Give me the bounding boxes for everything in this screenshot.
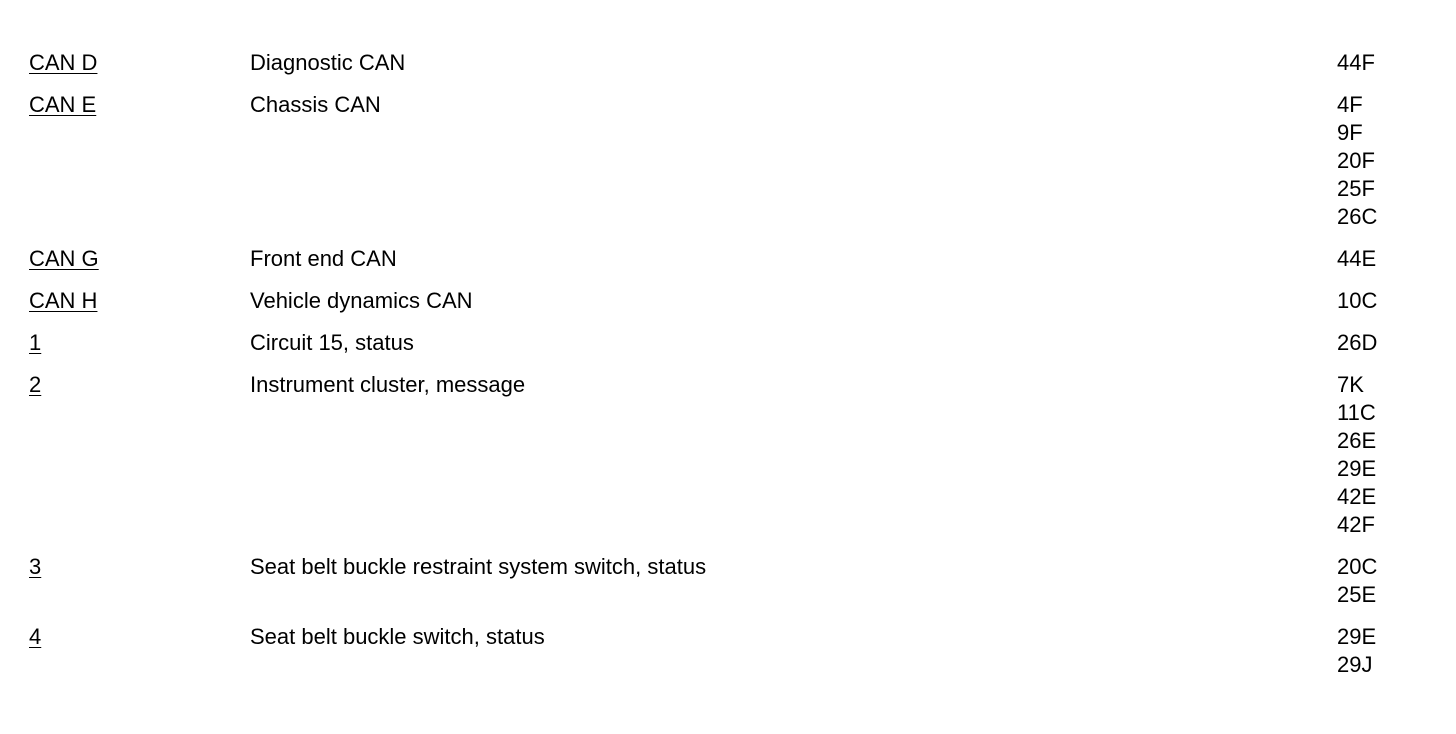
grid-reference: 44E: [1337, 246, 1377, 271]
grid-reference: 9F: [1337, 120, 1363, 145]
grid-reference: 29E: [1337, 456, 1377, 481]
table-row: 1 Circuit 15, status 26D: [0, 329, 1456, 357]
signal-code-link[interactable]: 3: [29, 554, 42, 579]
signal-code-link[interactable]: CAN D: [29, 50, 98, 75]
grid-reference: 26D: [1337, 330, 1378, 355]
signal-description: Front end CAN: [250, 246, 397, 271]
table-row: CAN E Chassis CAN 4F 9F 20F 25F 26C: [0, 91, 1456, 231]
signal-description: Chassis CAN: [250, 92, 381, 117]
grid-reference-list: 20C 25E: [1337, 553, 1377, 609]
table-row: CAN D Diagnostic CAN 44F: [0, 49, 1456, 77]
grid-reference: 42E: [1337, 484, 1377, 509]
grid-reference-list: 29E 29J: [1337, 623, 1376, 679]
grid-reference: 4F: [1337, 92, 1363, 117]
grid-reference: 26C: [1337, 204, 1378, 229]
grid-reference: 25E: [1337, 582, 1377, 607]
grid-reference-list: 4F 9F 20F 25F 26C: [1337, 91, 1377, 231]
grid-reference: 44F: [1337, 50, 1375, 75]
grid-reference: 25F: [1337, 176, 1375, 201]
grid-reference: 42F: [1337, 512, 1375, 537]
table-row: CAN G Front end CAN 44E: [0, 245, 1456, 273]
grid-reference: 10C: [1337, 288, 1378, 313]
grid-reference-list: 7K 11C 26E 29E 42E 42F: [1337, 371, 1376, 539]
signal-code-link[interactable]: CAN E: [29, 92, 97, 117]
signal-code-link[interactable]: 1: [29, 330, 42, 355]
signal-description: Circuit 15, status: [250, 330, 414, 355]
signal-description: Seat belt buckle restraint system switch…: [250, 554, 707, 579]
grid-reference: 26E: [1337, 428, 1377, 453]
signal-table: CAN D Diagnostic CAN 44F CAN E Chassis C…: [0, 49, 1456, 693]
grid-reference: 7K: [1337, 372, 1364, 397]
grid-reference-list: 10C: [1337, 287, 1377, 315]
grid-reference: 29J: [1337, 652, 1373, 677]
table-row: 4 Seat belt buckle switch, status 29E 29…: [0, 623, 1456, 679]
signal-description: Seat belt buckle switch, status: [250, 624, 545, 649]
signal-code-link[interactable]: 2: [29, 372, 42, 397]
grid-reference: 11C: [1337, 400, 1376, 425]
table-row: 2 Instrument cluster, message 7K 11C 26E…: [0, 371, 1456, 539]
grid-reference: 20F: [1337, 148, 1375, 173]
table-row: 3 Seat belt buckle restraint system swit…: [0, 553, 1456, 609]
signal-code-link[interactable]: 4: [29, 624, 42, 649]
signal-code-link[interactable]: CAN G: [29, 246, 99, 271]
signal-code-link[interactable]: CAN H: [29, 288, 98, 313]
signal-description: Vehicle dynamics CAN: [250, 288, 473, 313]
grid-reference: 20C: [1337, 554, 1378, 579]
grid-reference-list: 26D: [1337, 329, 1377, 357]
grid-reference: 29E: [1337, 624, 1377, 649]
table-row: CAN H Vehicle dynamics CAN 10C: [0, 287, 1456, 315]
signal-description: Diagnostic CAN: [250, 50, 406, 75]
grid-reference-list: 44E: [1337, 245, 1376, 273]
signal-description: Instrument cluster, message: [250, 372, 526, 397]
grid-reference-list: 44F: [1337, 49, 1375, 77]
